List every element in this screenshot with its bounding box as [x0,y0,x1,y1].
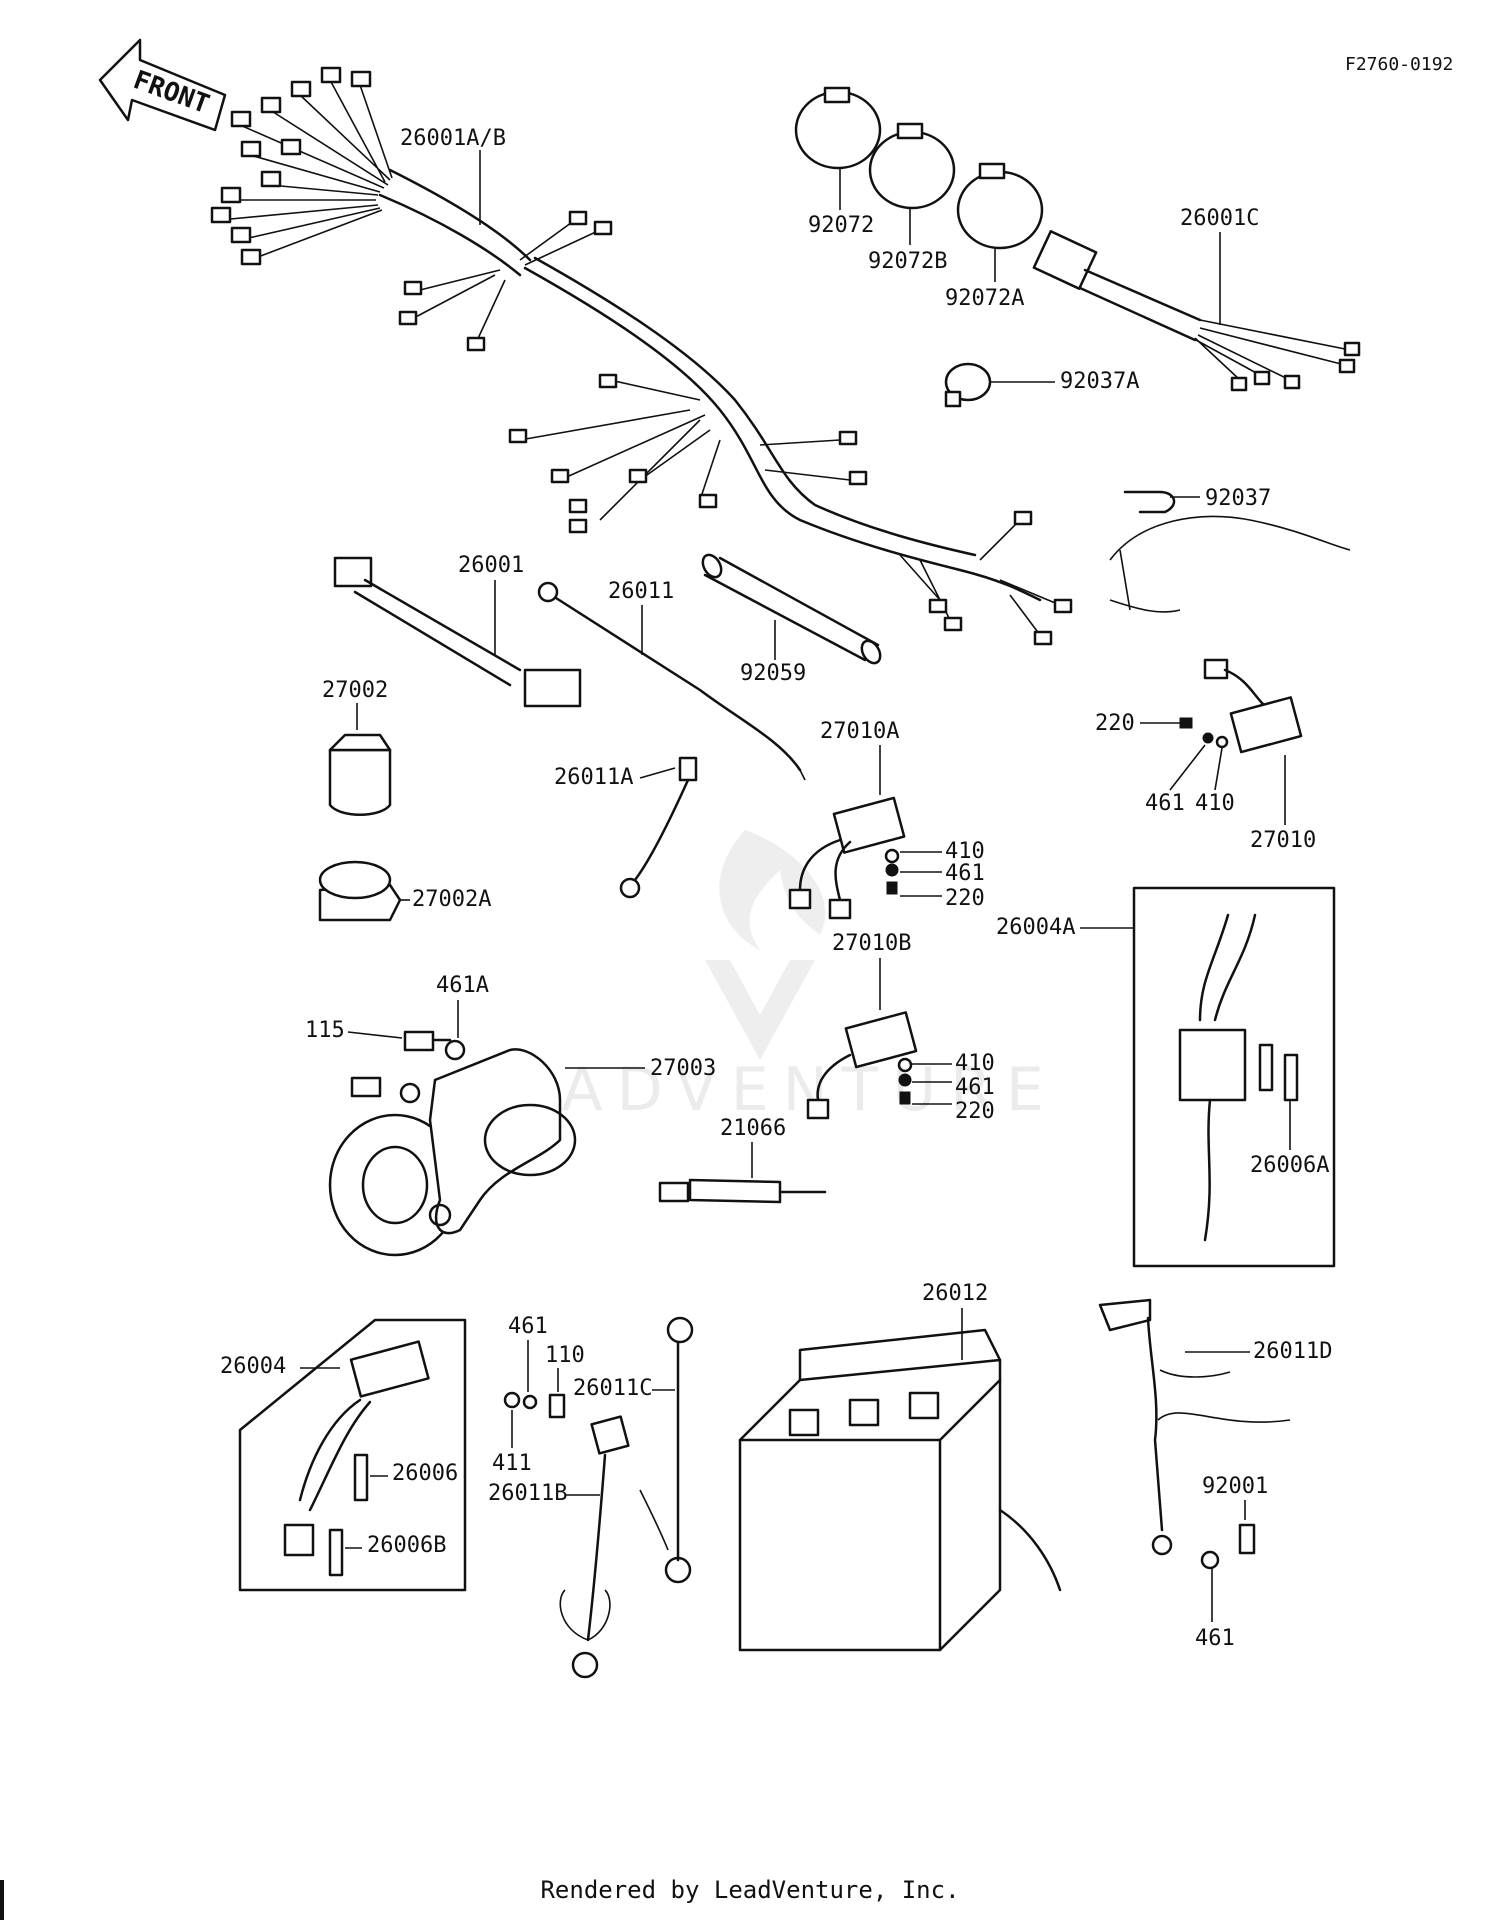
lead-26011d: 26011D 92001 461 [1098,1298,1332,1651]
label-26004a: 26004A [996,915,1075,940]
label-26006a: 26006A [1250,1153,1329,1178]
relay-27002: 27002 [322,678,392,816]
label-26011d: 26011D [1253,1339,1332,1364]
label-220-right: 220 [1095,711,1135,736]
clamp-92037: 92037 [1109,486,1351,613]
regulator-27010b: 27010B 410 461 220 [806,931,995,1124]
label-26006: 26006 [392,1461,458,1486]
regulator-27010a: 27010A 410 461 220 [788,719,985,920]
label-461-a: 461 [945,861,985,886]
label-461-c: 461 [508,1314,548,1339]
label-26011: 26011 [608,579,674,604]
footer-credit: Rendered by LeadVenture, Inc. [540,1876,960,1904]
label-27002a: 27002A [412,887,491,912]
label-27010b: 27010B [832,931,911,956]
label-92037: 92037 [1205,486,1271,511]
label-27003: 27003 [650,1056,716,1081]
label-26001c: 26001C [1180,206,1259,231]
front-arrow: FRONT [98,38,227,132]
label-26011a: 26011A [554,765,633,790]
band-92072b: 92072B [868,122,956,274]
band-92072a: 92072A [945,162,1044,311]
label-410-right: 410 [1195,791,1235,816]
clamp-92037a: 92037A [944,362,1139,408]
label-27010a: 27010A [820,719,899,744]
label-27010: 27010 [1250,828,1316,853]
box-26004: 26004 26006 26006B [220,1318,467,1592]
fuse-21066: 21066 [658,1116,827,1204]
label-115: 115 [305,1018,345,1043]
band-92072: 92072 [794,86,882,238]
sub-harness-26001c: 26001C [1032,206,1361,392]
lead-26001: 26001 [333,553,582,708]
label-27002: 27002 [322,678,388,703]
label-26006b: 26006B [367,1533,446,1558]
figure-code: F2760-0192 [1345,54,1453,75]
label-461-d: 461 [1195,1626,1235,1651]
label-26001: 26001 [458,553,524,578]
lead-26011: 26011 [537,579,806,781]
label-110: 110 [545,1343,585,1368]
label-461a: 461A [436,973,489,998]
label-461-right: 461 [1145,791,1185,816]
label-410-b: 410 [955,1051,995,1076]
label-26004: 26004 [220,1354,286,1379]
cable-26011b: 26011B [488,1415,630,1679]
box-26004a: 26004A 26006A [996,886,1336,1268]
label-92072a: 92072A [945,286,1024,311]
relay-27002a: 27002A [318,860,491,922]
tube-92059: 92059 [701,553,882,686]
horn-27003: 461A 115 27003 [305,973,716,1257]
label-92072b: 92072B [868,249,947,274]
label-461-b: 461 [955,1075,995,1100]
label-220-b: 220 [955,1099,995,1124]
regulator-27010: 220 461 410 27010 [1095,658,1316,853]
battery-26012: 26012 [738,1281,1062,1652]
label-220-a: 220 [945,886,985,911]
label-26011b: 26011B [488,1481,567,1506]
label-21066: 21066 [720,1116,786,1141]
label-26001ab: 26001A/B [400,126,506,151]
cable-26011c: 26011C [573,1316,694,1584]
main-wiring-harness: 26001A/B [210,66,1073,646]
label-411: 411 [492,1451,532,1476]
label-92059: 92059 [740,661,806,686]
label-92037a: 92037A [1060,369,1139,394]
hardware-110: 461 110 411 [492,1314,585,1476]
label-410-a: 410 [945,839,985,864]
label-92001: 92001 [1202,1474,1268,1499]
label-26011c: 26011C [573,1376,652,1401]
label-92072: 92072 [808,213,874,238]
label-26012: 26012 [922,1281,988,1306]
lead-26011a: 26011A [554,756,698,899]
